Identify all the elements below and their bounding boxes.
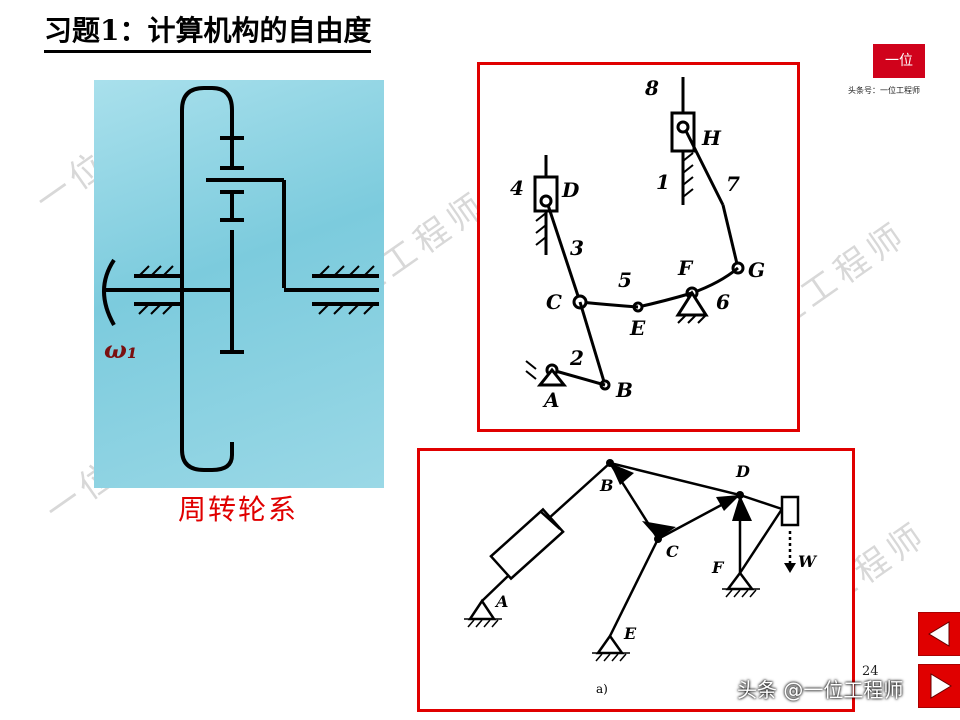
omega-label: ω₁ [104,335,137,364]
previous-slide-button[interactable] [918,612,960,656]
label-c: C [666,542,679,561]
label-b: B [615,378,633,402]
label-b: B [599,476,614,495]
mechanism-2-figure: B D C F W A E a) [417,448,855,712]
label-3: 3 [570,236,584,260]
label-f: F [677,256,694,280]
label-f: F [711,558,725,577]
right-arrow-icon [930,673,952,699]
page-title: 习题1：计算机构的自由度 [44,14,372,53]
logo: 一位 [873,44,925,78]
left-arrow-icon [928,621,950,647]
mechanism-2-drawing: B D C F W A E a) [464,459,818,696]
label-e: E [623,624,637,643]
label-4: 4 [510,176,524,200]
label-c: C [546,290,562,314]
label-6: 6 [716,290,730,314]
next-slide-button[interactable] [918,664,960,708]
label-2: 2 [569,346,584,370]
label-g: G [748,258,765,282]
label-d: D [735,462,750,481]
page-number: 24 [862,664,879,679]
label-h: H [701,126,722,150]
label-d: D [561,178,580,202]
credit-watermark: 头条 @一位工程师 [737,678,904,702]
label-e: E [629,316,646,340]
label-a: A [542,388,560,412]
figure-caption: 周转轮系 [178,493,299,526]
label-w: W [798,552,818,571]
label-5: 5 [618,268,632,292]
figure-caption-a: a) [596,682,608,696]
mechanism-1-figure: 8 H 4 D 1 7 3 5 F G C E 6 2 A B [477,62,800,432]
label-1: 1 [656,170,670,194]
label-a: A [494,592,508,611]
gear-train-figure: ω₁ [94,80,384,488]
gear-train-drawing: ω₁ [102,86,379,472]
label-7: 7 [726,172,740,196]
logo-subtitle: 头条号：一位工程师 [848,86,920,95]
mechanism-1-drawing: 8 H 4 D 1 7 3 5 F G C E 6 2 A B [510,76,765,412]
label-8: 8 [644,76,659,100]
